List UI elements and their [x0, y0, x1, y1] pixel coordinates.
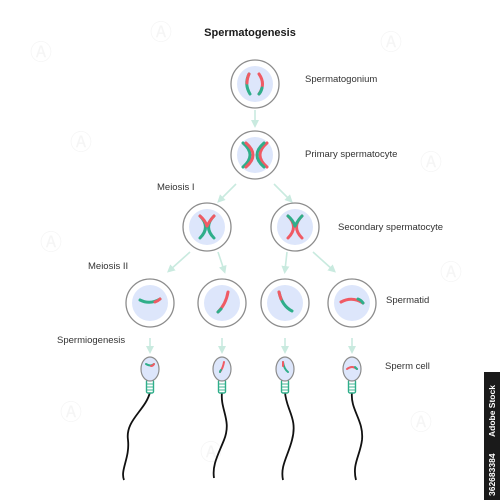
label-spermatid: Spermatid — [386, 295, 429, 306]
label-primary-spermatocyte: Primary spermatocyte — [305, 149, 397, 160]
spermatid-2 — [197, 278, 247, 328]
arrows — [146, 110, 356, 354]
spermatid-4 — [327, 278, 377, 328]
diagram-title: Spermatogenesis — [204, 27, 296, 39]
sperm-cell-3 — [275, 356, 295, 481]
spermatid-3 — [260, 278, 310, 328]
label-meiosis-2: Meiosis II — [88, 261, 128, 272]
arrow-to-secondary-left — [217, 183, 237, 203]
primary-spermatocyte-cell — [230, 130, 280, 180]
sperm-cell-2 — [212, 356, 232, 479]
arrow-to-spermatid-1 — [167, 251, 191, 273]
arrow-to-spermatid-2 — [217, 251, 227, 274]
secondary-spermatocyte-left — [182, 202, 232, 252]
stock-id: 362683384 — [487, 453, 497, 496]
sperm-cell-4 — [342, 356, 363, 481]
secondary-spermatocyte-right — [270, 202, 320, 252]
arrow-to-secondary-right — [273, 183, 293, 203]
stock-strip: 362683384 Adobe Stock — [484, 372, 500, 500]
label-spermatogonium: Spermatogonium — [305, 74, 377, 85]
arrow-to-spermatid-3 — [281, 251, 290, 274]
spermatid-1 — [125, 278, 175, 328]
arrow-to-spermatid-4 — [312, 251, 336, 273]
stock-brand: Adobe Stock — [487, 385, 497, 437]
sperm-cell-1 — [122, 356, 160, 481]
spermatogonium-cell — [230, 59, 280, 109]
label-meiosis-1: Meiosis I — [157, 182, 194, 193]
label-spermiogenesis: Spermiogenesis — [57, 335, 125, 346]
label-sperm-cell: Sperm cell — [385, 361, 430, 372]
label-secondary-spermatocyte: Secondary spermatocyte — [338, 222, 443, 233]
